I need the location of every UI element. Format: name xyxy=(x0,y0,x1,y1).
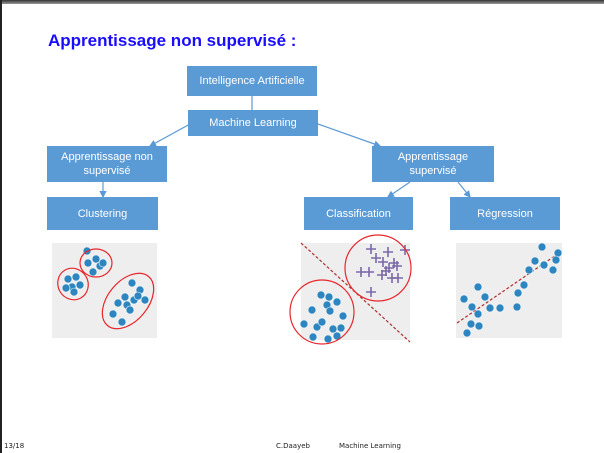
data-point xyxy=(125,305,135,315)
data-point xyxy=(307,305,317,315)
window-left-border xyxy=(0,0,2,453)
data-point xyxy=(519,280,529,290)
data-point xyxy=(308,332,318,342)
node-apprentissage-non-supervise: Apprentissage non supervisé xyxy=(47,146,167,182)
node-classification: Classification xyxy=(304,197,413,230)
data-point xyxy=(530,256,540,266)
data-point xyxy=(512,302,522,312)
connector xyxy=(317,123,382,148)
data-point xyxy=(299,319,309,329)
cross-point xyxy=(383,247,393,257)
data-point xyxy=(71,272,81,282)
data-point xyxy=(513,288,523,298)
data-point xyxy=(75,280,85,290)
data-point xyxy=(473,309,483,319)
node-regression: Régression xyxy=(450,197,560,230)
cross-point xyxy=(400,245,410,255)
data-point xyxy=(316,290,326,300)
data-point xyxy=(332,297,342,307)
data-point xyxy=(537,242,547,252)
class-circle xyxy=(289,279,355,345)
data-point xyxy=(328,324,338,334)
cross-point xyxy=(381,266,391,276)
data-point xyxy=(551,255,561,265)
decision-boundary xyxy=(300,242,411,343)
data-point xyxy=(524,265,534,275)
node-machine-learning: Machine Learning xyxy=(188,110,318,136)
data-point xyxy=(133,291,143,301)
data-point xyxy=(117,317,127,327)
cross-point xyxy=(366,244,376,254)
cluster-circle xyxy=(101,272,155,330)
data-point xyxy=(480,292,490,302)
data-point xyxy=(61,283,71,293)
data-point xyxy=(459,294,469,304)
footer-course: Machine Learning xyxy=(339,442,401,450)
slide-title: Apprentissage non supervisé : xyxy=(48,31,297,50)
data-point xyxy=(466,319,476,329)
data-point xyxy=(113,298,123,308)
page-number: 13/18 xyxy=(4,442,25,450)
data-point xyxy=(462,328,472,338)
connector xyxy=(148,123,191,147)
data-point xyxy=(323,334,333,344)
footer-author: C.Daayeb xyxy=(276,442,310,450)
data-point xyxy=(98,258,108,268)
data-point xyxy=(63,274,73,284)
data-point xyxy=(108,309,118,319)
data-point xyxy=(467,302,477,312)
cross-point xyxy=(356,267,366,277)
data-point xyxy=(325,306,335,316)
data-point xyxy=(338,311,348,321)
data-point xyxy=(495,303,505,313)
node-intelligence-artificielle: Intelligence Artificielle xyxy=(187,66,317,96)
data-point xyxy=(140,295,150,305)
class-circle xyxy=(344,234,412,302)
cross-point xyxy=(371,253,381,263)
data-point xyxy=(120,292,130,302)
data-point xyxy=(336,323,346,333)
data-point xyxy=(69,287,79,297)
data-point xyxy=(127,278,137,288)
data-point xyxy=(91,254,101,264)
data-point xyxy=(539,260,549,270)
cross-point xyxy=(393,273,403,283)
data-point xyxy=(473,282,483,292)
cross-point xyxy=(389,258,399,268)
window-top-border xyxy=(0,0,604,4)
cluster-circle xyxy=(57,267,89,301)
data-point xyxy=(88,267,98,277)
data-point xyxy=(474,321,484,331)
data-point xyxy=(485,303,495,313)
connector xyxy=(457,181,471,198)
cross-point xyxy=(378,257,388,267)
node-apprentissage-supervise: Apprentissage supervisé xyxy=(372,146,494,182)
cross-point xyxy=(366,287,376,297)
data-point xyxy=(324,292,334,302)
connector xyxy=(387,181,411,198)
cluster-circle xyxy=(79,248,113,278)
node-clustering: Clustering xyxy=(47,197,158,230)
data-point xyxy=(548,265,558,275)
data-point xyxy=(317,317,327,327)
data-point xyxy=(83,258,93,268)
